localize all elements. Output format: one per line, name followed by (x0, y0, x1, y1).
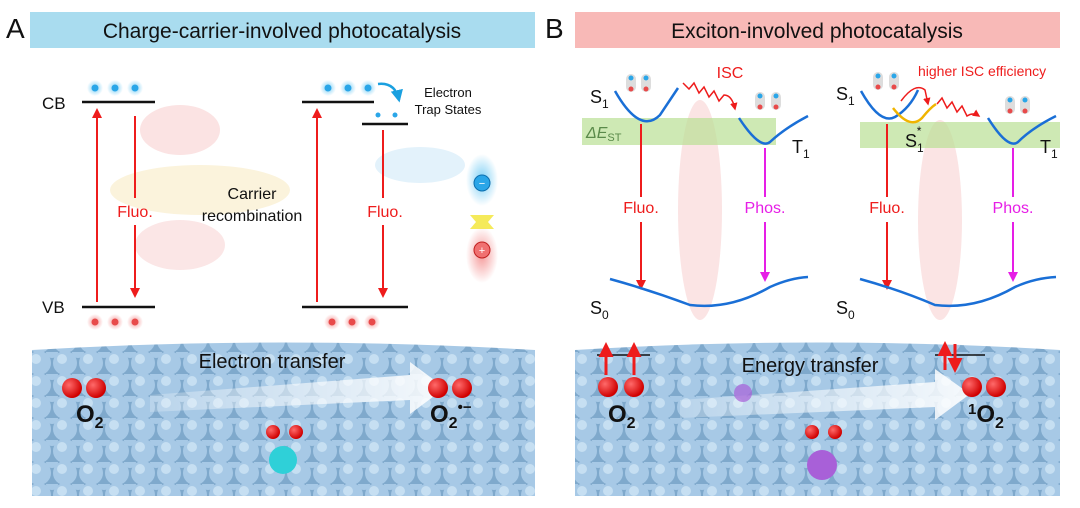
trap-label-line2: Trap States (415, 102, 482, 117)
background-blob (110, 165, 290, 215)
adsorbed-oxygen (805, 425, 819, 439)
isc-wavy-arrow (682, 81, 738, 111)
svg-text:−: − (479, 178, 485, 190)
isc-arrow (900, 86, 931, 106)
panel-a-title: Charge-carrier-involved photocatalysis (103, 20, 461, 43)
catalyst-surface-b: Energy transfer O2 1O2 (575, 341, 1060, 496)
higher-isc-label: higher ISC efficiency (918, 63, 1046, 79)
o2-label: O2 (608, 401, 636, 432)
singlet-oxygen-label: 1O2 (968, 401, 1004, 432)
catalyst-surface-a: Electron transfer O2 O2•− (32, 342, 535, 496)
superoxide-label: O2•− (430, 399, 472, 432)
phos-label: Phos. (993, 200, 1034, 217)
exciton-diagram-left: ΔEST S1 ISC T1 Fluo. Phos. S0 (582, 65, 810, 322)
t1-label: T1 (792, 137, 810, 161)
fluo-label: Fluo. (869, 200, 905, 217)
trap-label-line1: Electron (424, 85, 472, 100)
exciton-icon (1005, 96, 1030, 114)
panel-b-title: Exciton-involved photocatalysis (671, 20, 963, 43)
band-diagram-right: Electron Trap States Fluo. (302, 80, 482, 330)
isc-wavy-arrow (936, 96, 981, 118)
svg-text:+: + (479, 245, 485, 257)
s0-label: S0 (590, 298, 609, 322)
background-blob (140, 105, 220, 155)
trapped-electron (375, 112, 381, 118)
oxygen-atom (598, 377, 618, 397)
phos-label: Phos. (745, 200, 786, 217)
s0-potential-curve (859, 275, 1057, 308)
s0-potential-curve (609, 275, 809, 308)
active-site (807, 450, 837, 480)
transfer-arrow (680, 369, 970, 420)
energy-transfer-label: Energy transfer (742, 355, 879, 377)
exciton-icon (755, 92, 781, 110)
o2-label: O2 (76, 401, 104, 432)
background-blob (678, 100, 722, 320)
s0-label: S0 (836, 298, 855, 322)
vb-label: VB (42, 298, 65, 317)
background-blob (918, 120, 962, 320)
electrons-cb (320, 80, 376, 96)
s1-star-label: S1* (905, 124, 924, 155)
exciton-diagram-right: S1 higher ISC efficiency S1* T1 Fluo. Ph… (836, 63, 1060, 322)
adsorbed-oxygen (289, 425, 303, 439)
s1-label: S1 (836, 84, 855, 108)
adsorbed-oxygen (828, 425, 842, 439)
t1-potential-curve (986, 114, 1057, 145)
panel-a-letter: A (6, 13, 25, 44)
electron-transfer-label: Electron transfer (199, 351, 346, 373)
background-blob (135, 220, 225, 270)
fluo-label: Fluo. (117, 204, 153, 221)
t1-label: T1 (1040, 137, 1058, 161)
s1-label: S1 (590, 87, 609, 111)
singlet-spin-icon (935, 341, 985, 373)
panel-b-title-box (575, 12, 1060, 48)
s1-potential-curve (613, 87, 680, 123)
holes-vb (87, 314, 143, 330)
carrier-label: Carrier (228, 186, 278, 203)
panel-b-letter: B (545, 13, 564, 44)
panel-a: A Charge-carrier-involved photocatalysis… (6, 12, 535, 496)
trapping-arrow (377, 82, 403, 103)
background-blob (375, 147, 465, 183)
active-site (734, 384, 752, 402)
isc-label: ISC (717, 65, 744, 82)
oxygen-atom (452, 378, 472, 398)
t1-potential-curve (737, 114, 809, 145)
delta-est-band (860, 122, 1060, 148)
recombination-label: recombination (202, 208, 303, 225)
s1-potential-curve (859, 89, 920, 120)
transfer-arrow (150, 362, 445, 414)
cb-label: CB (42, 94, 66, 113)
oxygen-atom (624, 377, 644, 397)
oxygen-atom (986, 377, 1006, 397)
trapped-electron (392, 112, 398, 118)
exciton-icon (873, 72, 899, 90)
exciton-icon (626, 74, 651, 92)
oxygen-atom (86, 378, 106, 398)
oxygen-atom (428, 378, 448, 398)
adsorbed-oxygen (266, 425, 280, 439)
oxygen-atom (962, 377, 982, 397)
delta-est-label: ΔEST (585, 125, 622, 144)
triplet-spin-icon (597, 342, 650, 375)
delta-est-band (582, 118, 776, 145)
panel-b: B Exciton-involved photocatalysis ΔEST S… (545, 12, 1060, 496)
oxygen-atom (62, 378, 82, 398)
s1-star-potential-curve (892, 102, 937, 124)
fluo-label: Fluo. (623, 200, 659, 217)
band-diagram-left: CB VB Fluo. (42, 80, 155, 330)
panel-a-title-box (30, 12, 535, 48)
electrons-cb (87, 80, 143, 96)
active-site (269, 446, 297, 474)
fluo-label: Fluo. (367, 204, 403, 221)
electron-hole-pair-icon: − + (466, 154, 498, 283)
holes-vb (324, 314, 380, 330)
